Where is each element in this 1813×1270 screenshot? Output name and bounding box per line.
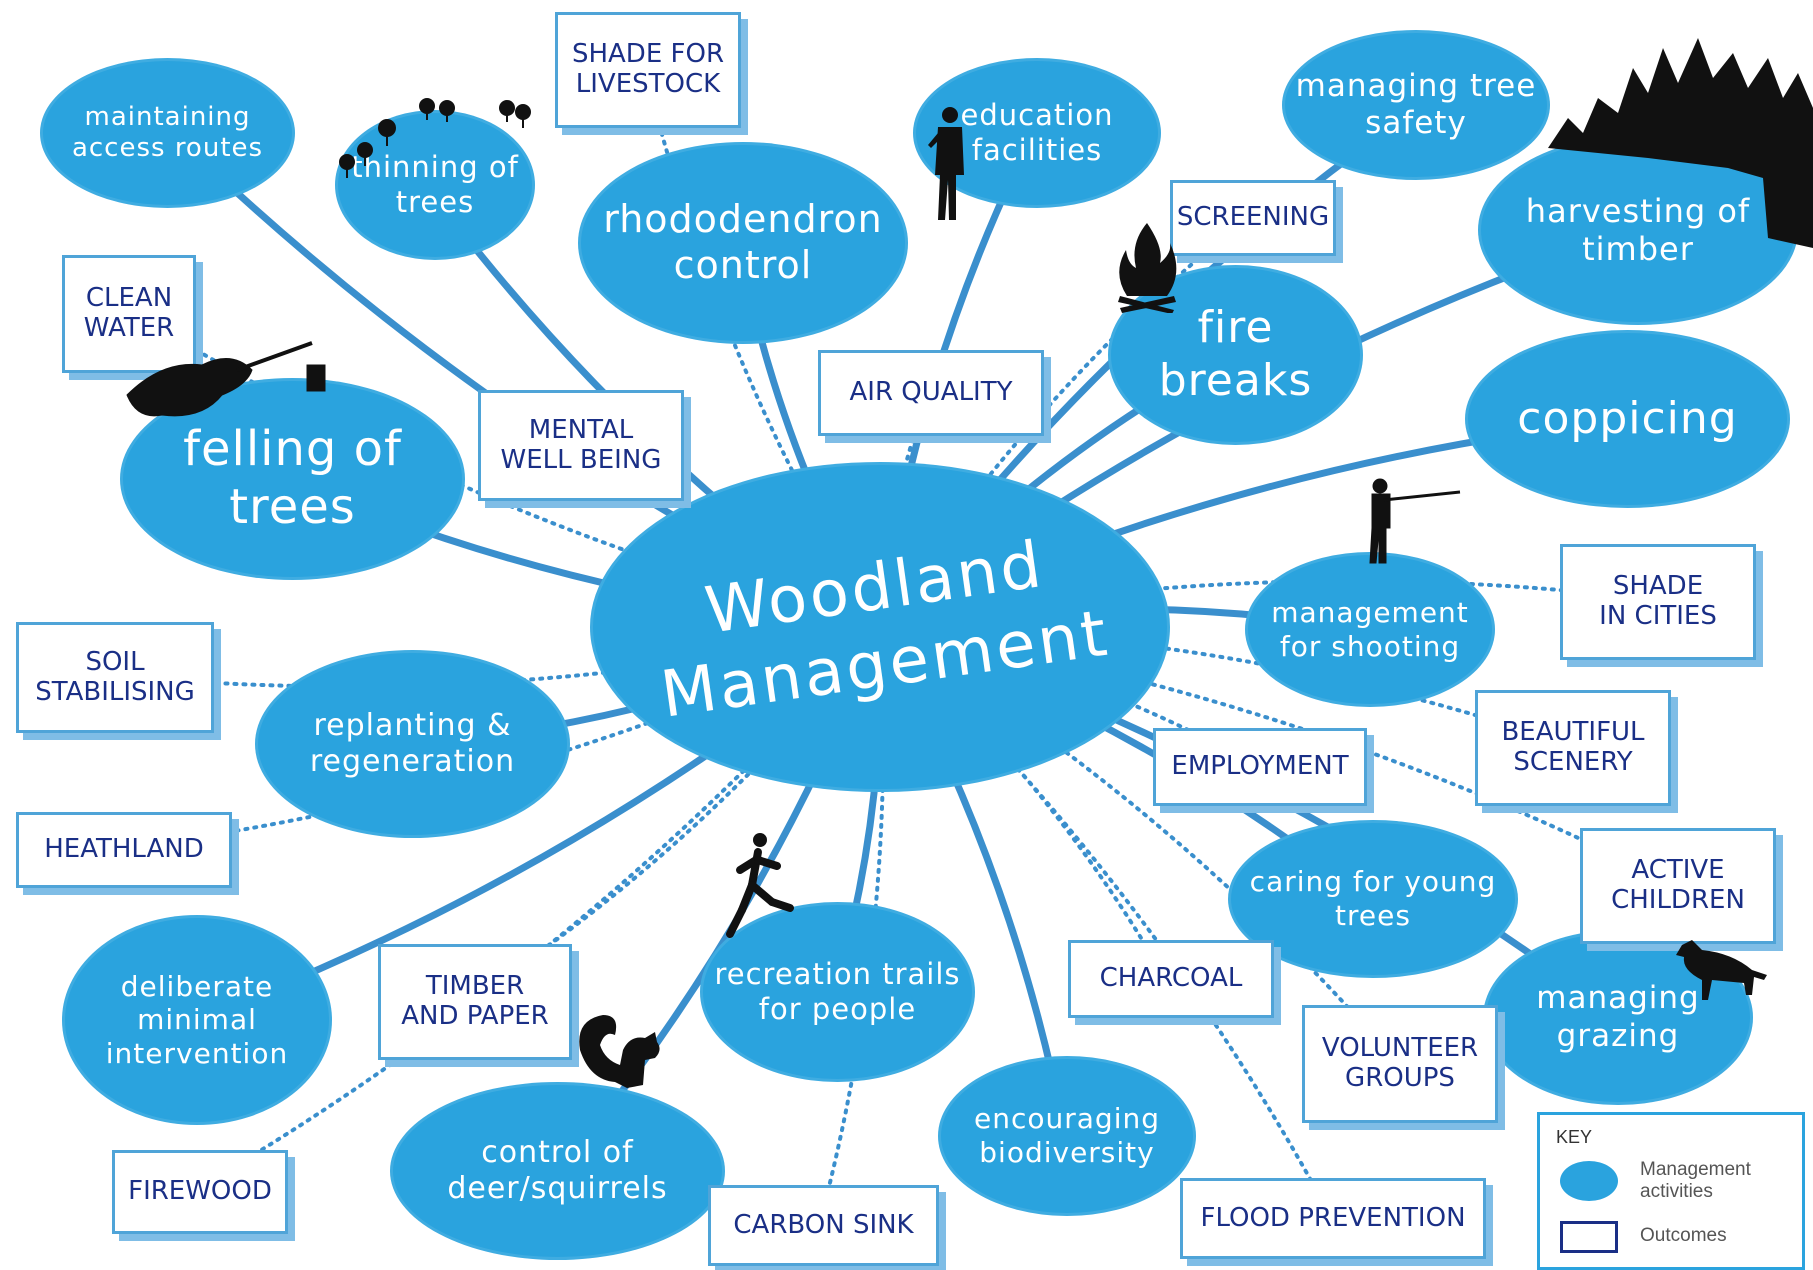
activity-thinning-of-trees: thinning of trees bbox=[335, 110, 535, 260]
outcome-connector bbox=[878, 213, 1252, 629]
saw-stump-icon bbox=[126, 341, 326, 417]
activity-label: education facilities bbox=[960, 98, 1114, 167]
activity-coppicing: coppicing bbox=[1465, 330, 1790, 508]
outcome-firewood: FIREWOOD bbox=[112, 1150, 288, 1234]
activity-label: rhododendron control bbox=[603, 197, 883, 287]
tree-icon bbox=[339, 98, 531, 178]
person-icon bbox=[928, 107, 964, 220]
activity-label: harvesting of timber bbox=[1525, 191, 1751, 268]
outcome-soil-stabilising: SOIL STABILISING bbox=[16, 622, 214, 733]
activity-label: thinning of trees bbox=[351, 150, 519, 219]
legend-outcome-label: Outcomes bbox=[1640, 1225, 1727, 1246]
activity-label: management for shooting bbox=[1271, 595, 1469, 663]
outcome-screening: SCREENING bbox=[1170, 180, 1336, 256]
outcome-volunteer-groups: VOLUNTEER GROUPS bbox=[1302, 1005, 1498, 1123]
outcome-beautiful-scenery: BEAUTIFUL SCENERY bbox=[1475, 690, 1671, 806]
activity-label: managing grazing bbox=[1536, 980, 1700, 1054]
legend-title: KEY bbox=[1556, 1127, 1593, 1147]
activity-encouraging-biodiversity: encouraging biodiversity bbox=[938, 1056, 1196, 1216]
hunter-icon bbox=[1369, 478, 1461, 564]
fire-icon bbox=[1118, 223, 1177, 313]
central-topic: Woodland Management bbox=[590, 462, 1170, 792]
activity-maintaining-access-routes: maintaining access routes bbox=[40, 58, 295, 208]
activity-label: recreation trails for people bbox=[714, 957, 961, 1026]
legend-outcome-swatch bbox=[1560, 1221, 1618, 1253]
legend-activity-label: Management activities bbox=[1640, 1159, 1751, 1202]
activity-label: coppicing bbox=[1517, 392, 1738, 444]
outcome-mental-well-being: MENTAL WELL BEING bbox=[478, 390, 684, 501]
cow-icon bbox=[1676, 940, 1767, 1000]
activity-label: control of deer/squirrels bbox=[447, 1135, 668, 1206]
activity-management-for-shooting: management for shooting bbox=[1245, 552, 1495, 707]
legend-activity-swatch bbox=[1560, 1161, 1618, 1201]
outcome-employment: EMPLOYMENT bbox=[1153, 728, 1367, 806]
activity-label: fire breaks bbox=[1158, 302, 1313, 406]
outcome-connector bbox=[878, 625, 1397, 1062]
forest-icon bbox=[1548, 38, 1813, 248]
activity-deliberate-minimal-intervention: deliberate minimal intervention bbox=[62, 915, 332, 1125]
outcome-charcoal: CHARCOAL bbox=[1068, 940, 1274, 1018]
activity-label: managing tree safety bbox=[1295, 67, 1537, 141]
activity-label: felling of trees bbox=[183, 421, 402, 535]
activity-label: caring for young trees bbox=[1249, 865, 1497, 932]
outcome-carbon-sink: CARBON SINK bbox=[708, 1185, 939, 1266]
legend-key: KEY Management activities Outcomes bbox=[1537, 1112, 1805, 1270]
outcome-shade-for-livestock: SHADE FOR LIVESTOCK bbox=[555, 12, 741, 128]
activity-caring-for-young-trees: caring for young trees bbox=[1228, 820, 1518, 978]
activity-label: maintaining access routes bbox=[71, 101, 264, 163]
outcome-clean-water: CLEAN WATER bbox=[62, 255, 196, 373]
central-title: Woodland Management bbox=[656, 528, 1115, 733]
activity-managing-tree-safety: managing tree safety bbox=[1282, 30, 1550, 180]
activity-label: encouraging biodiversity bbox=[974, 1102, 1160, 1169]
activity-replanting-regeneration: replanting & regeneration bbox=[255, 650, 570, 838]
activity-label: replanting & regeneration bbox=[309, 708, 516, 779]
activity-control-of-deer-squirrels: control of deer/squirrels bbox=[390, 1082, 725, 1260]
outcome-active-children: ACTIVE CHILDREN bbox=[1580, 828, 1776, 944]
activity-label: deliberate minimal intervention bbox=[105, 969, 289, 1070]
outcome-flood-prevention: FLOOD PREVENTION bbox=[1180, 1178, 1486, 1259]
activity-harvesting-of-timber: harvesting of timber bbox=[1478, 135, 1798, 325]
activity-recreation-trails: recreation trails for people bbox=[700, 902, 975, 1082]
outcome-heathland: HEATHLAND bbox=[16, 812, 232, 888]
outcome-air-quality: AIR QUALITY bbox=[818, 350, 1044, 436]
outcome-shade-in-cities: SHADE IN CITIES bbox=[1560, 544, 1756, 660]
outcome-timber-and-paper: TIMBER AND PAPER bbox=[378, 944, 572, 1060]
runner-icon bbox=[726, 833, 794, 938]
squirrel-icon bbox=[579, 1015, 660, 1088]
activity-rhododendron-control: rhododendron control bbox=[578, 142, 908, 344]
